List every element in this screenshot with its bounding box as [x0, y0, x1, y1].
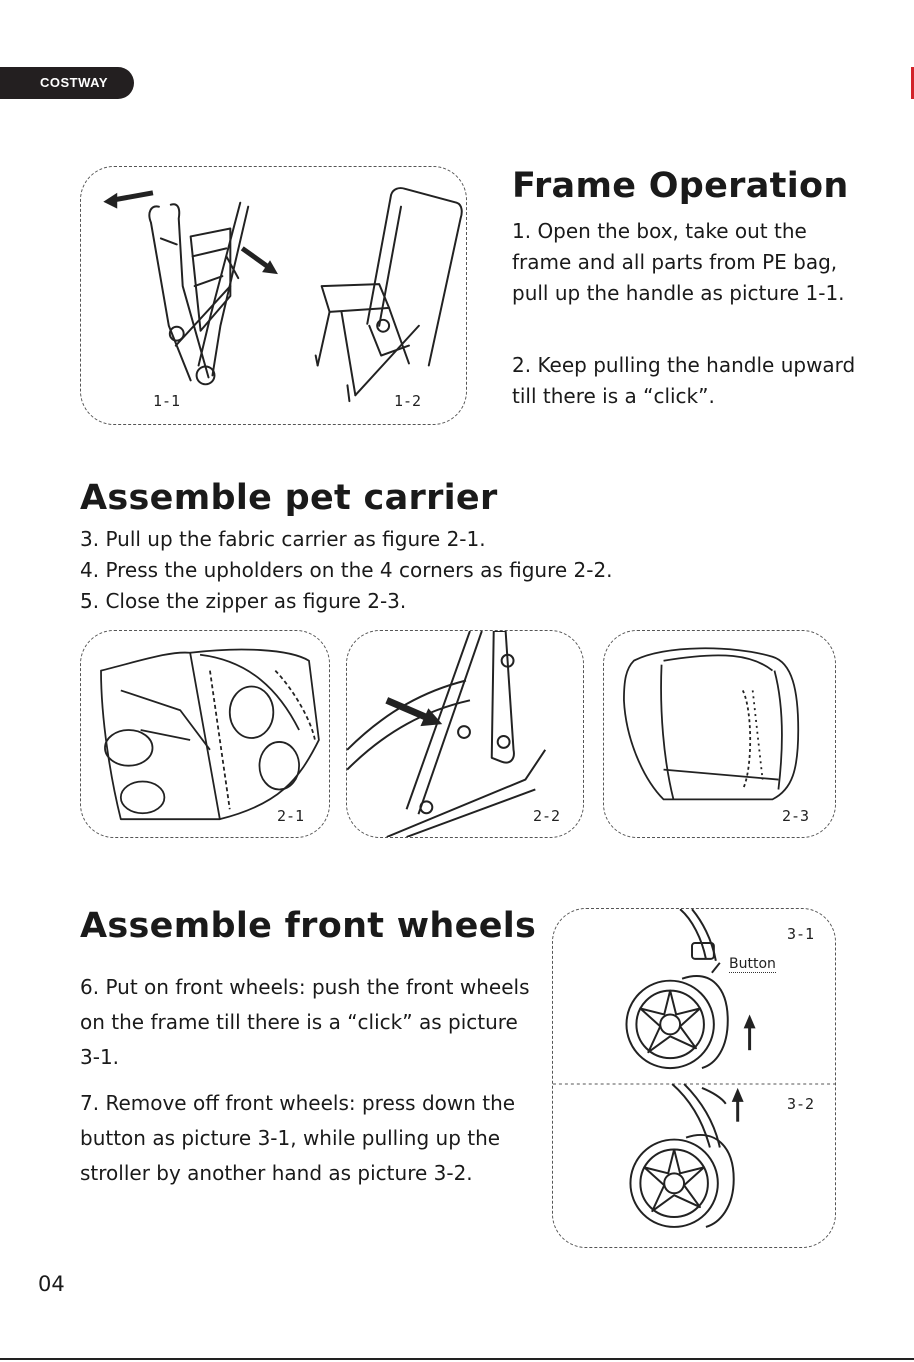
carrier-figure-2-2: 2-2 [346, 630, 584, 838]
carrier-step-5: 5. Close the zipper as figure 2-3. [80, 589, 407, 613]
fabric-carrier-illustration [100, 648, 320, 821]
carrier-step-3: 3. Pull up the fabric carrier as figure … [80, 527, 486, 551]
footer-rule [0, 1358, 914, 1360]
carrier-figure-2-1: 2-1 [80, 630, 330, 838]
front-wheels-heading: Assemble front wheels [80, 906, 537, 946]
frame-operation-heading: Frame Operation [512, 166, 849, 206]
upholder-illustration [347, 631, 547, 837]
figure-label-2-1: 2-1 [277, 807, 305, 825]
figure-label-2-3: 2-3 [782, 807, 810, 825]
figure-label-3-1: 3-1 [787, 925, 815, 943]
frame-step-2: 2. Keep pulling the handle upward till t… [512, 353, 856, 408]
brand-tab: COSTWAY [0, 67, 134, 99]
carrier-figure-2-3: 2-3 [603, 630, 836, 838]
zipper-closed-illustration [623, 647, 800, 801]
wheels-figure-panel: 3-1 3-2 Button [552, 908, 836, 1248]
carrier-step-4: 4. Press the upholders on the 4 corners … [80, 558, 613, 582]
figure-label-1-2: 1-2 [394, 392, 422, 410]
button-callout-label: Button [729, 956, 776, 973]
front-wheel-illustration [553, 909, 835, 1228]
pet-carrier-heading: Assemble pet carrier [80, 478, 498, 518]
edge-color-mark [911, 67, 914, 99]
folded-frame-illustration [103, 187, 463, 403]
page-number: 04 [38, 1272, 65, 1296]
figure-label-2-2: 2-2 [533, 807, 561, 825]
frame-step-1: 1. Open the box, take out the frame and … [512, 219, 845, 305]
figure-label-1-1: 1-1 [153, 392, 181, 410]
wheels-step-7: 7. Remove off front wheels: press down t… [80, 1091, 516, 1185]
frame-figure-panel: 1-1 1-2 [80, 166, 467, 425]
figure-label-3-2: 3-2 [787, 1095, 815, 1113]
wheels-step-6: 6. Put on front wheels: push the front w… [80, 975, 530, 1069]
